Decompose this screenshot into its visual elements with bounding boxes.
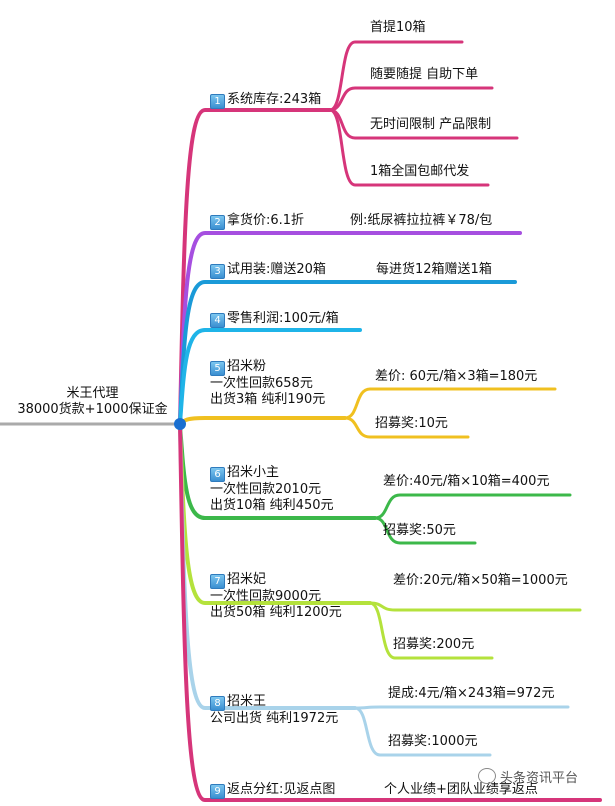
branch-1-child-1: 首提10箱 [370,20,426,35]
branch-3-title: 试用装:赠送20箱 [227,262,326,277]
branch-7-child-1: 差价:20元/箱×50箱=1000元 [393,573,568,588]
branch-6-child-1: 差价:40元/箱×10箱=400元 [383,474,550,489]
branch-5-sub-2: 出货3箱 纯利190元 [210,392,326,407]
number-badge-5: 5 [210,361,225,376]
number-badge-9: 9 [210,784,225,799]
watermark: 头条资讯平台 [478,768,578,787]
number-badge-7: 7 [210,574,225,589]
branch-7-child-2: 招募奖:200元 [393,637,475,652]
branch-5-child-1: 差价: 60元/箱×3箱=180元 [375,369,538,384]
branch-1-title: 系统库存:243箱 [227,92,322,107]
branch-6-sub-line-2 [373,516,477,545]
branch-8-sub-line-2 [353,706,492,757]
root-line1: 米王代理 [66,386,119,401]
branch-4-title: 零售利润:100元/箱 [227,311,339,326]
branch-8-child-2: 招募奖:1000元 [388,734,478,749]
branch-1-sub-line-4 [328,108,490,187]
branch-9-note: 个人业绩+团队业绩享返点 [384,782,538,797]
branch-6-child-2: 招募奖:50元 [383,523,456,538]
branch-6-sub-line-1 [373,493,572,520]
branch-9-title: 返点分红:见返点图 [227,782,336,797]
root-node: 米王代理 38000货款+1000保证金 [10,386,175,418]
branch-1-sub-line-2 [328,86,494,112]
branch-2-title: 拿货价:6.1折 [227,213,305,228]
branch-6-title: 招米小主 [227,465,280,480]
number-badge-3: 3 [210,264,225,279]
branch-8-sub-1: 公司出货 纯利1972元 [210,711,339,726]
branch-7-title: 招米妃 [227,572,267,587]
branch-8-child-1: 提成:4元/箱×243箱=972元 [388,686,555,701]
number-badge-8: 8 [210,696,225,711]
branch-6-sub-2: 出货10箱 纯利450元 [210,498,334,513]
branch-2-note: 例:纸尿裤拉拉裤￥78/包 [350,213,493,228]
branch-6-sub-1: 一次性回款2010元 [210,482,322,497]
branch-9-line [178,422,602,802]
branch-5-sub-line-1 [343,387,557,420]
branch-7-sub-line-1 [368,601,582,612]
branch-1-sub-line-1 [328,40,464,112]
branch-5-title: 招米粉 [227,359,267,374]
branch-3-note: 每进货12箱赠送1箱 [376,262,492,277]
branch-7-sub-1: 一次性回款9000元 [210,589,322,604]
branch-5-line [178,416,347,426]
branch-8-title: 招米王 [227,694,267,709]
watermark-text: 头条资讯平台 [500,771,579,786]
watermark-logo-icon [478,768,496,784]
root-line2: 38000货款+1000保证金 [17,402,168,417]
branch-1-child-2: 随要随提 自助下单 [370,67,479,82]
number-badge-1: 1 [210,94,225,109]
number-badge-2: 2 [210,215,225,230]
branch-7-sub-2: 出货50箱 纯利1200元 [210,605,342,620]
number-badge-6: 6 [210,467,225,482]
branch-5-sub-1: 一次性回款658元 [210,376,313,391]
branch-5-sub-line-2 [343,416,470,439]
branch-8-sub-line-1 [353,705,570,710]
branch-5-child-2: 招募奖:10元 [375,416,448,431]
branch-4-line [178,328,362,426]
branch-1-child-3: 无时间限制 产品限制 [370,117,492,132]
branch-7-sub-line-2 [368,601,494,660]
number-badge-4: 4 [210,313,225,328]
root-node-dot [174,418,186,430]
branch-1-child-4: 1箱全国包邮代发 [370,164,470,179]
